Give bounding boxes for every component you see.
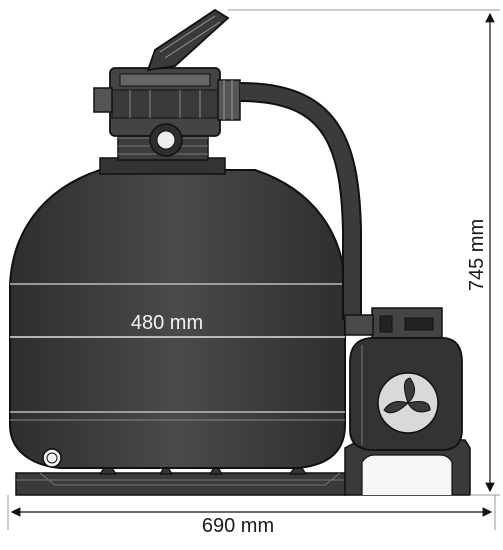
pump-unit [344, 307, 471, 496]
drain-plug [42, 448, 62, 468]
width-dimension [7, 495, 496, 530]
width-label: 690 mm [202, 515, 274, 537]
diameter-label: 480 mm [131, 312, 203, 334]
fan-icon [383, 377, 431, 414]
height-label: 745 mm [466, 219, 488, 291]
base-platform [15, 472, 347, 496]
connecting-hose [239, 82, 362, 320]
valve-handle [146, 8, 230, 72]
filter-tank [9, 169, 346, 469]
multiport-valve [93, 8, 241, 157]
